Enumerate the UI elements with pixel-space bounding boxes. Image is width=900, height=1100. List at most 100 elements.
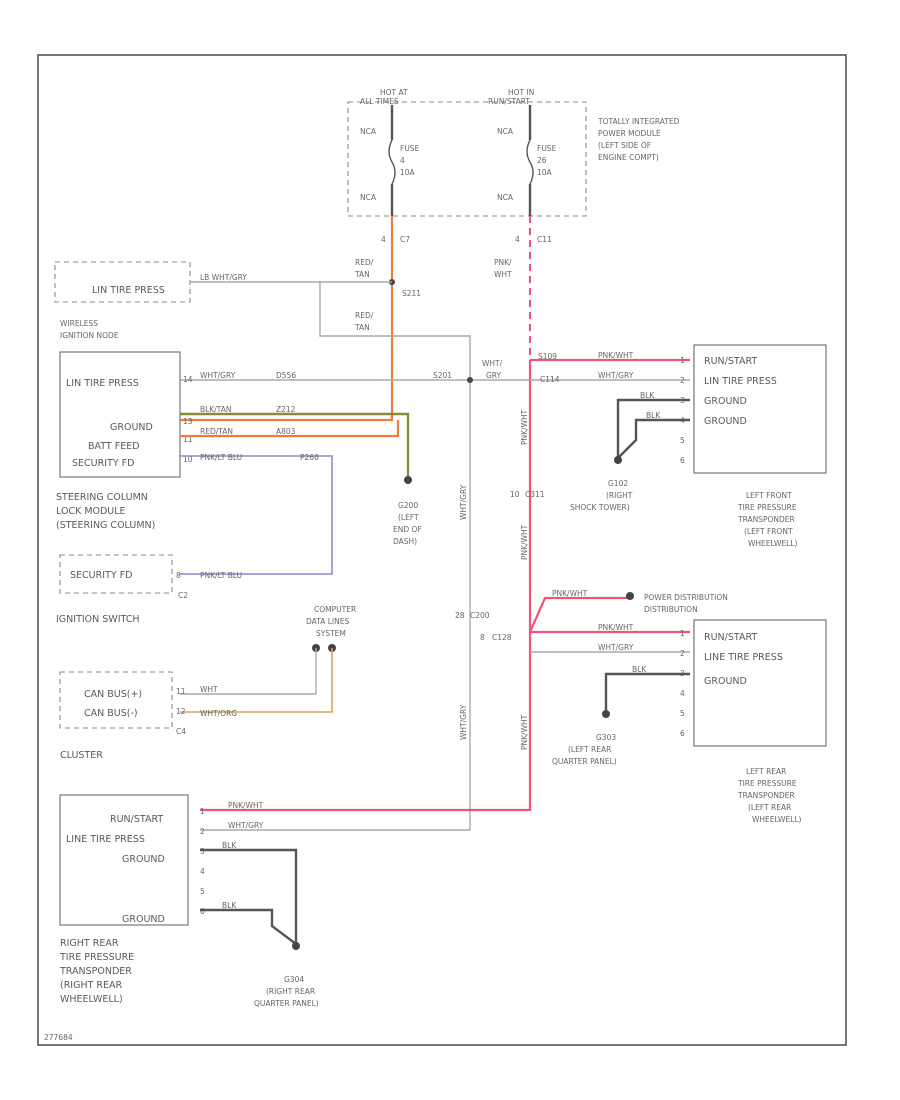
lin-tire-press-box-label: LIN TIRE PRESS: [92, 285, 165, 296]
lr-tpm-pin-6: 6: [680, 729, 685, 738]
lf-tpm-name-5: WHEELWELL): [748, 539, 798, 548]
fuse-b-number: 26: [537, 156, 547, 165]
wire-lf-wht-gry-label: WHT/GRY: [598, 371, 634, 380]
wireless-pin-11: 11: [183, 435, 193, 444]
cluster-name: CLUSTER: [60, 750, 103, 761]
wireless-pin-13: 13: [183, 417, 193, 426]
lr-tpm-name-5: WHEELWELL): [752, 815, 802, 824]
wire-red-tan-label-4: TAN: [354, 323, 370, 332]
wire-lr-pnk-wht-label: PNK/WHT: [598, 623, 634, 632]
cluster-can-plus: CAN BUS(+): [84, 689, 142, 700]
rr-tpm-name-2: TIRE PRESSURE: [59, 952, 134, 963]
splice-s109-pin: 10: [510, 490, 520, 499]
wire-pnk-lt-blu-label: PNK/LT BLU: [200, 453, 242, 462]
wire-d556-label: D556: [276, 371, 296, 380]
wire-lf-pnk-wht-label: PNK/WHT: [598, 351, 634, 360]
tipm-hot-run-1: HOT IN: [508, 88, 534, 97]
wireless-batt-feed: BATT FEED: [88, 441, 140, 452]
g200-name-1: G200: [398, 501, 418, 510]
lf-tpm-name-3: TRANSPONDER: [737, 515, 795, 524]
connector-c200-pin: 28: [455, 611, 465, 620]
ground-g303-dot: [602, 710, 610, 718]
ignition-switch-name: IGNITION SWITCH: [56, 614, 140, 625]
fuse-b-symbol: [526, 139, 534, 185]
tipm-nca-3: NCA: [497, 127, 514, 136]
wire-wht-gry-label-2: GRY: [486, 371, 502, 380]
ignition-pin: 8: [176, 571, 181, 580]
rr-tpm-ground-1: GROUND: [122, 854, 165, 865]
lr-tpm-pin-1: 1: [680, 629, 685, 638]
rr-tpm-pin-3: 3: [200, 847, 205, 856]
lf-tpm-pin-1: 1: [680, 356, 685, 365]
wire-z212-label: Z212: [276, 405, 296, 414]
diagram-frame: [37, 54, 847, 1046]
wireless-ground: GROUND: [110, 422, 153, 433]
wire-a803-label: A803: [276, 427, 296, 436]
lr-tpm-name-4: (LEFT REAR: [748, 803, 791, 812]
computer-lines-3: SYSTEM: [316, 629, 346, 638]
cluster-pin-11: 11: [176, 687, 186, 696]
wire-rr-wht-gry-label: WHT/GRY: [228, 821, 264, 830]
lf-tpm-ground-2: GROUND: [704, 416, 747, 427]
wire-rr-pnk-wht-label: PNK/WHT: [228, 801, 264, 810]
wire-pnk-wht-main: [200, 360, 532, 812]
wire-red-tan-label-2: TAN: [354, 270, 370, 279]
steering-name-1: STEERING COLUMN: [56, 492, 148, 503]
lin-tire-press-box: [54, 261, 191, 303]
wire-rr-blk-label-2: BLK: [222, 901, 237, 910]
g304-name-3: QUARTER PANEL): [254, 999, 319, 1008]
wireless-lin-tire-press: LIN TIRE PRESS: [66, 378, 139, 389]
wire-wht-org-can-minus: [180, 648, 333, 713]
rr-tpm-name-1: RIGHT REAR: [60, 938, 119, 949]
lr-tpm-name-3: TRANSPONDER: [737, 791, 795, 800]
tipm-nca-4: NCA: [497, 193, 514, 202]
rr-tpm-name-5: WHEELWELL): [60, 994, 123, 1005]
cluster-can-minus: CAN BUS(-): [84, 708, 138, 719]
lr-tpm-pin-2: 2: [680, 649, 685, 658]
g200-name-4: DASH): [393, 537, 417, 546]
g102-name-2: (RIGHT: [606, 491, 633, 500]
computer-lines-1: COMPUTER: [314, 605, 356, 614]
wire-p260-label: P260: [300, 453, 319, 462]
g102-name-3: SHOCK TOWER): [570, 503, 630, 512]
wire-lr-blk: [604, 672, 690, 712]
wire-wht-gry-return: [200, 281, 471, 831]
connector-c114-label: C114: [540, 375, 560, 384]
lr-tpm-ground: GROUND: [704, 676, 747, 687]
lf-tpm-run-start: RUN/START: [704, 356, 757, 367]
lf-tpm-name-1: LEFT FRONT: [746, 491, 792, 500]
wire-pnk-wht-label-2: WHT: [494, 270, 512, 279]
lf-tpm-pin-6: 6: [680, 456, 685, 465]
ground-g304-dot: [292, 942, 300, 950]
wire-vertical-wht-gry-label-1: WHT/GRY: [459, 484, 468, 520]
computer-lines-2: DATA LINES: [306, 617, 349, 626]
rr-tpm-pin-1: 1: [200, 807, 205, 816]
rr-tpm-pin-6: 6: [200, 907, 205, 916]
steering-name-2: LOCK MODULE: [56, 506, 126, 517]
lf-tpm-pin-2: 2: [680, 376, 685, 385]
rr-tpm-pin-5: 5: [200, 887, 205, 896]
wire-pd-pnk-wht-label: PNK/WHT: [552, 589, 588, 598]
ignition-switch-box: [59, 554, 173, 594]
wire-blk-tan-z212: [180, 412, 410, 478]
wire-lr-wht-gry-label: WHT/GRY: [598, 643, 634, 652]
tipm-name-3: (LEFT SIDE OF: [598, 141, 651, 150]
ignition-security-fd: SECURITY FD: [70, 570, 132, 581]
fuse-b-rating: 10A: [537, 168, 553, 177]
rr-tpm-run-start: RUN/START: [110, 814, 163, 825]
tipm-nca-2: NCA: [360, 193, 377, 202]
connector-c128-pin: 8: [480, 633, 485, 642]
wire-red-tan-label-1: RED/: [355, 258, 374, 267]
fuse-a-symbol: [388, 139, 396, 185]
g304-name-2: (RIGHT REAR: [266, 987, 315, 996]
tipm-name-1: TOTALLY INTEGRATED: [597, 117, 680, 126]
g304-name-1: G304: [284, 975, 304, 984]
lr-tpm-line-tire-press: LINE TIRE PRESS: [704, 652, 783, 663]
steering-name-3: (STEERING COLUMN): [56, 520, 155, 531]
wire-lb-wht-gry-label: LB WHT/GRY: [200, 273, 247, 282]
lr-tpm-name-1: LEFT REAR: [746, 767, 786, 776]
wire-pnk-wht-pd: [528, 596, 628, 633]
cluster-pin-12: 12: [176, 707, 186, 716]
wire-blk-tan-label: BLK/TAN: [200, 405, 232, 414]
